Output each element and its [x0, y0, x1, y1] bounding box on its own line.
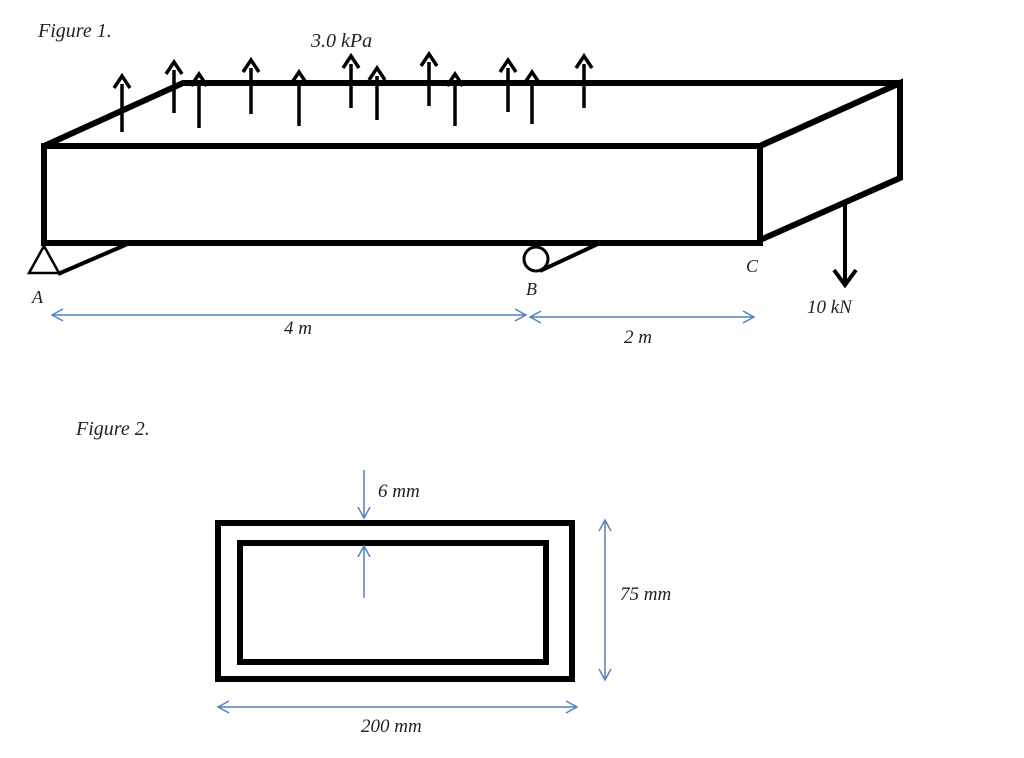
up-arrow-icon [164, 58, 184, 113]
section-outer-wall [215, 520, 575, 682]
distributed-load-arrows [112, 50, 594, 132]
thickness-label: 6 mm [378, 481, 420, 502]
up-arrow-icon [574, 52, 594, 108]
up-arrow-icon [289, 68, 309, 126]
up-arrow-icon [112, 72, 132, 132]
beam-side-face [757, 78, 903, 245]
beam-bottom-edge-b [539, 241, 601, 273]
dimension-bc-label: 2 m [624, 327, 652, 348]
pin-support-icon [26, 243, 62, 275]
up-arrow-icon [341, 52, 361, 108]
support-b-label: B [526, 279, 537, 299]
figure-1-caption: Figure 1. [37, 20, 112, 42]
distributed-load-label: 3.0 kPa [310, 30, 372, 52]
point-load-label: 10 kN [807, 297, 853, 318]
up-arrow-icon [241, 56, 261, 114]
figure-1: Figure 1. 3.0 kPa A [26, 20, 903, 348]
beam-front-face [41, 143, 763, 246]
up-arrow-icon [367, 64, 387, 120]
beam [41, 78, 903, 246]
dimension-ab-label: 4 m [284, 318, 312, 339]
up-arrow-icon [445, 70, 465, 126]
support-a-label: A [31, 287, 44, 307]
beam-bottom-edge-a [57, 241, 131, 276]
height-label: 75 mm [620, 584, 671, 605]
roller-support-icon [522, 245, 550, 273]
section-inner-wall [237, 540, 549, 665]
up-arrow-icon [189, 70, 209, 128]
figure-2-caption: Figure 2. [75, 418, 150, 440]
figure-2: Figure 2. 6 mm 75 mm 200 mm [75, 418, 671, 737]
end-c-label: C [746, 256, 759, 276]
up-arrow-icon [498, 56, 518, 112]
down-arrow-icon [832, 203, 858, 289]
width-label: 200 mm [361, 716, 422, 737]
up-arrow-icon [419, 50, 439, 106]
up-arrow-icon [522, 68, 542, 124]
